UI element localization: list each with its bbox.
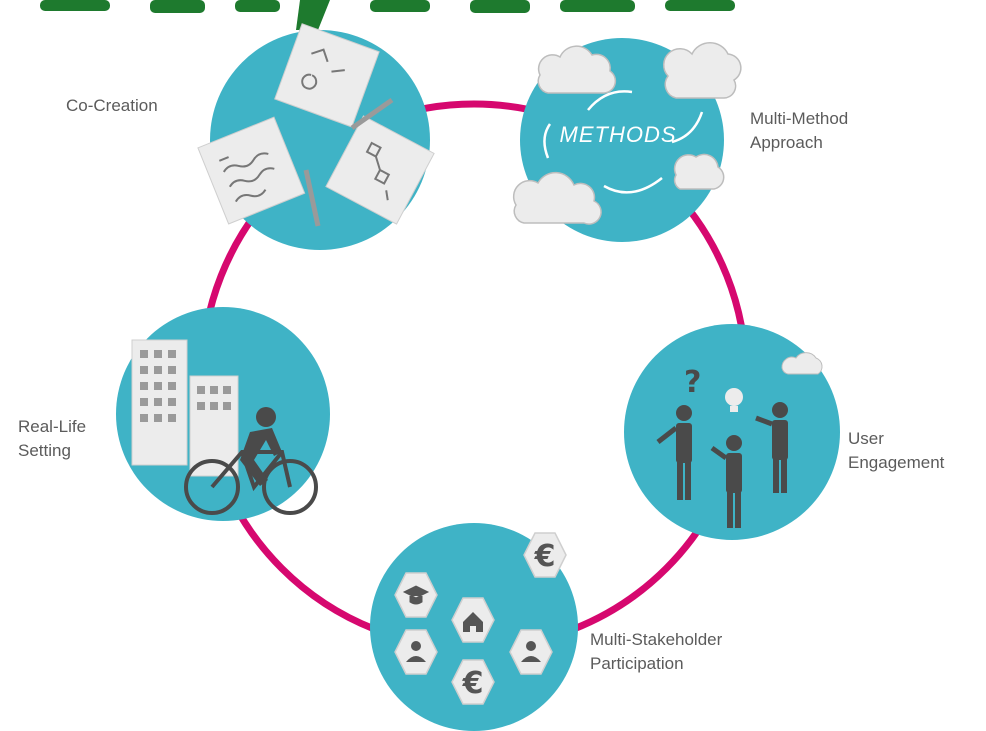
- label-co-creation: Co-Creation: [66, 96, 158, 115]
- methods-clouds-icon: METHODS: [512, 42, 742, 225]
- node-multi-method: METHODS: [512, 38, 742, 242]
- hex-glyphs: € €: [402, 539, 556, 701]
- node-multi-stakeholder: € €: [370, 523, 578, 731]
- node-co-creation: [197, 23, 435, 250]
- cropped-header-text: [40, 0, 735, 30]
- people-ideas-icon: ?: [656, 352, 823, 528]
- label-multi-method-line1: Multi-Method: [750, 109, 848, 128]
- city-cyclist-icon: [131, 339, 318, 515]
- svg-text:€: €: [462, 666, 484, 701]
- stakeholder-hexagons-icon: [394, 532, 567, 705]
- sketch-papers-icon: [197, 23, 435, 227]
- label-user-engagement-line1: User: [848, 429, 884, 448]
- label-real-life-line1: Real-Life: [18, 417, 86, 436]
- node-user-engagement: ?: [624, 324, 840, 540]
- label-user-engagement-line2: Engagement: [848, 453, 945, 472]
- node-real-life: [116, 307, 330, 521]
- svg-text:€: €: [534, 539, 556, 574]
- svg-text:?: ?: [684, 365, 701, 400]
- label-multi-stakeholder-line2: Participation: [590, 654, 684, 673]
- methods-word: METHODS: [560, 122, 677, 147]
- label-multi-stakeholder-line1: Multi-Stakeholder: [590, 630, 723, 649]
- label-real-life-line2: Setting: [18, 441, 71, 460]
- label-multi-method-line2: Approach: [750, 133, 823, 152]
